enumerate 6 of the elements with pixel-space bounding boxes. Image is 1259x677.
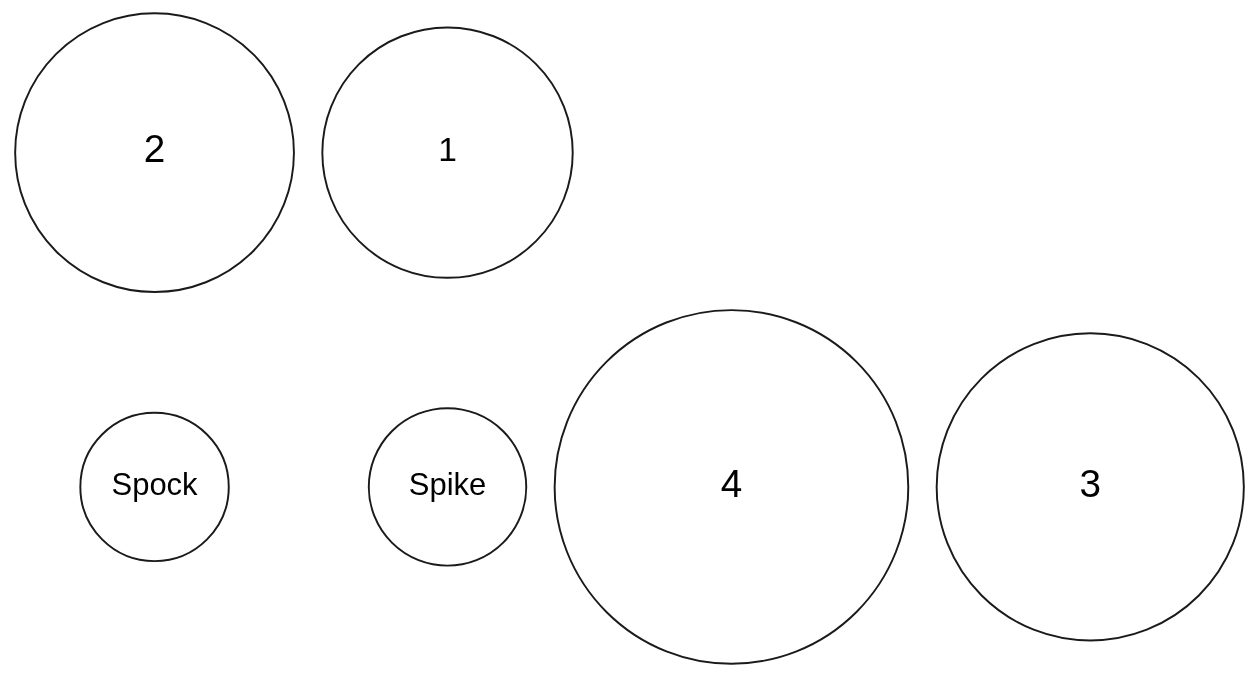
node-circle: 3 bbox=[935, 332, 1245, 642]
node-circle: Spock bbox=[79, 411, 230, 563]
node-circle: 4 bbox=[553, 309, 910, 665]
node-circle: 2 bbox=[14, 12, 295, 293]
node-circle: 1 bbox=[321, 26, 574, 279]
node-circle: Spike bbox=[367, 407, 528, 567]
